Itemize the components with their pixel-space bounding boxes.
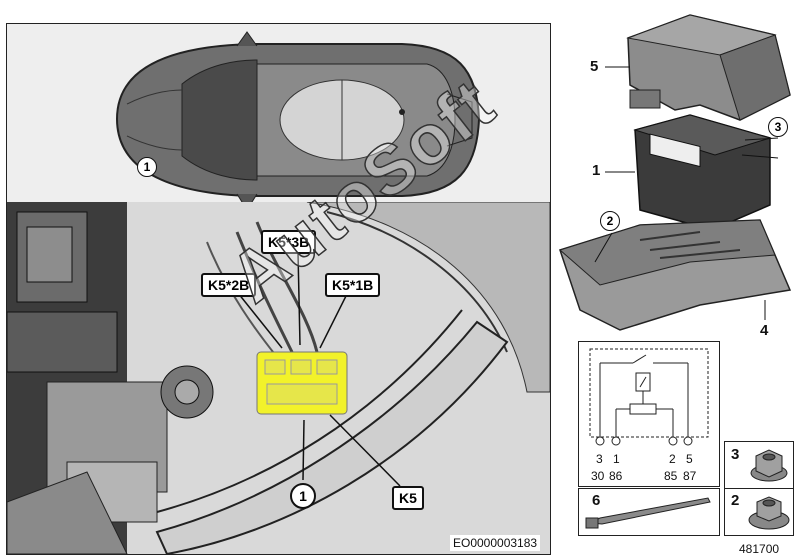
- diagram-number: 481700: [739, 542, 780, 556]
- callout-k5-2b: K5*2B: [201, 273, 257, 297]
- hardware-number-6: 6: [592, 492, 601, 509]
- car-topview-illustration: [115, 31, 481, 211]
- nut-3-illustration: [750, 449, 788, 482]
- hardware-number-3: 3: [731, 446, 740, 463]
- car-location-marker: 1: [137, 157, 157, 177]
- pin-label-30: 30: [591, 469, 605, 483]
- cable-tie-illustration: [585, 497, 711, 529]
- callout-k5-1b: K5*1B: [325, 273, 381, 297]
- part-number-4: 4: [760, 322, 769, 339]
- hardware-number-2: 2: [731, 492, 740, 509]
- engine-bay-illustration: [7, 202, 550, 554]
- pin-label-86: 86: [609, 469, 623, 483]
- pin-label-2: 2: [669, 452, 676, 466]
- pin-label-5: 5: [686, 452, 693, 466]
- pin-label-3: 3: [596, 452, 603, 466]
- nut-2-illustration: [748, 496, 790, 530]
- callout-marker-1: 1: [290, 483, 316, 509]
- callout-k5: K5: [392, 486, 424, 510]
- pin-label-85: 85: [664, 469, 678, 483]
- part-number-5: 5: [590, 58, 599, 75]
- relay-schematic-drawing: [589, 348, 709, 446]
- engine-bay-area: [7, 202, 550, 554]
- reference-code: EO0000003183: [450, 535, 541, 551]
- callout-k5-3b: K5*3B: [261, 230, 317, 254]
- pin-label-1: 1: [613, 452, 620, 466]
- pin-label-87: 87: [683, 469, 697, 483]
- holder-callout-2: 2: [600, 211, 620, 231]
- part-number-1: 1: [592, 162, 601, 179]
- relay-callout-3: 3: [768, 117, 788, 137]
